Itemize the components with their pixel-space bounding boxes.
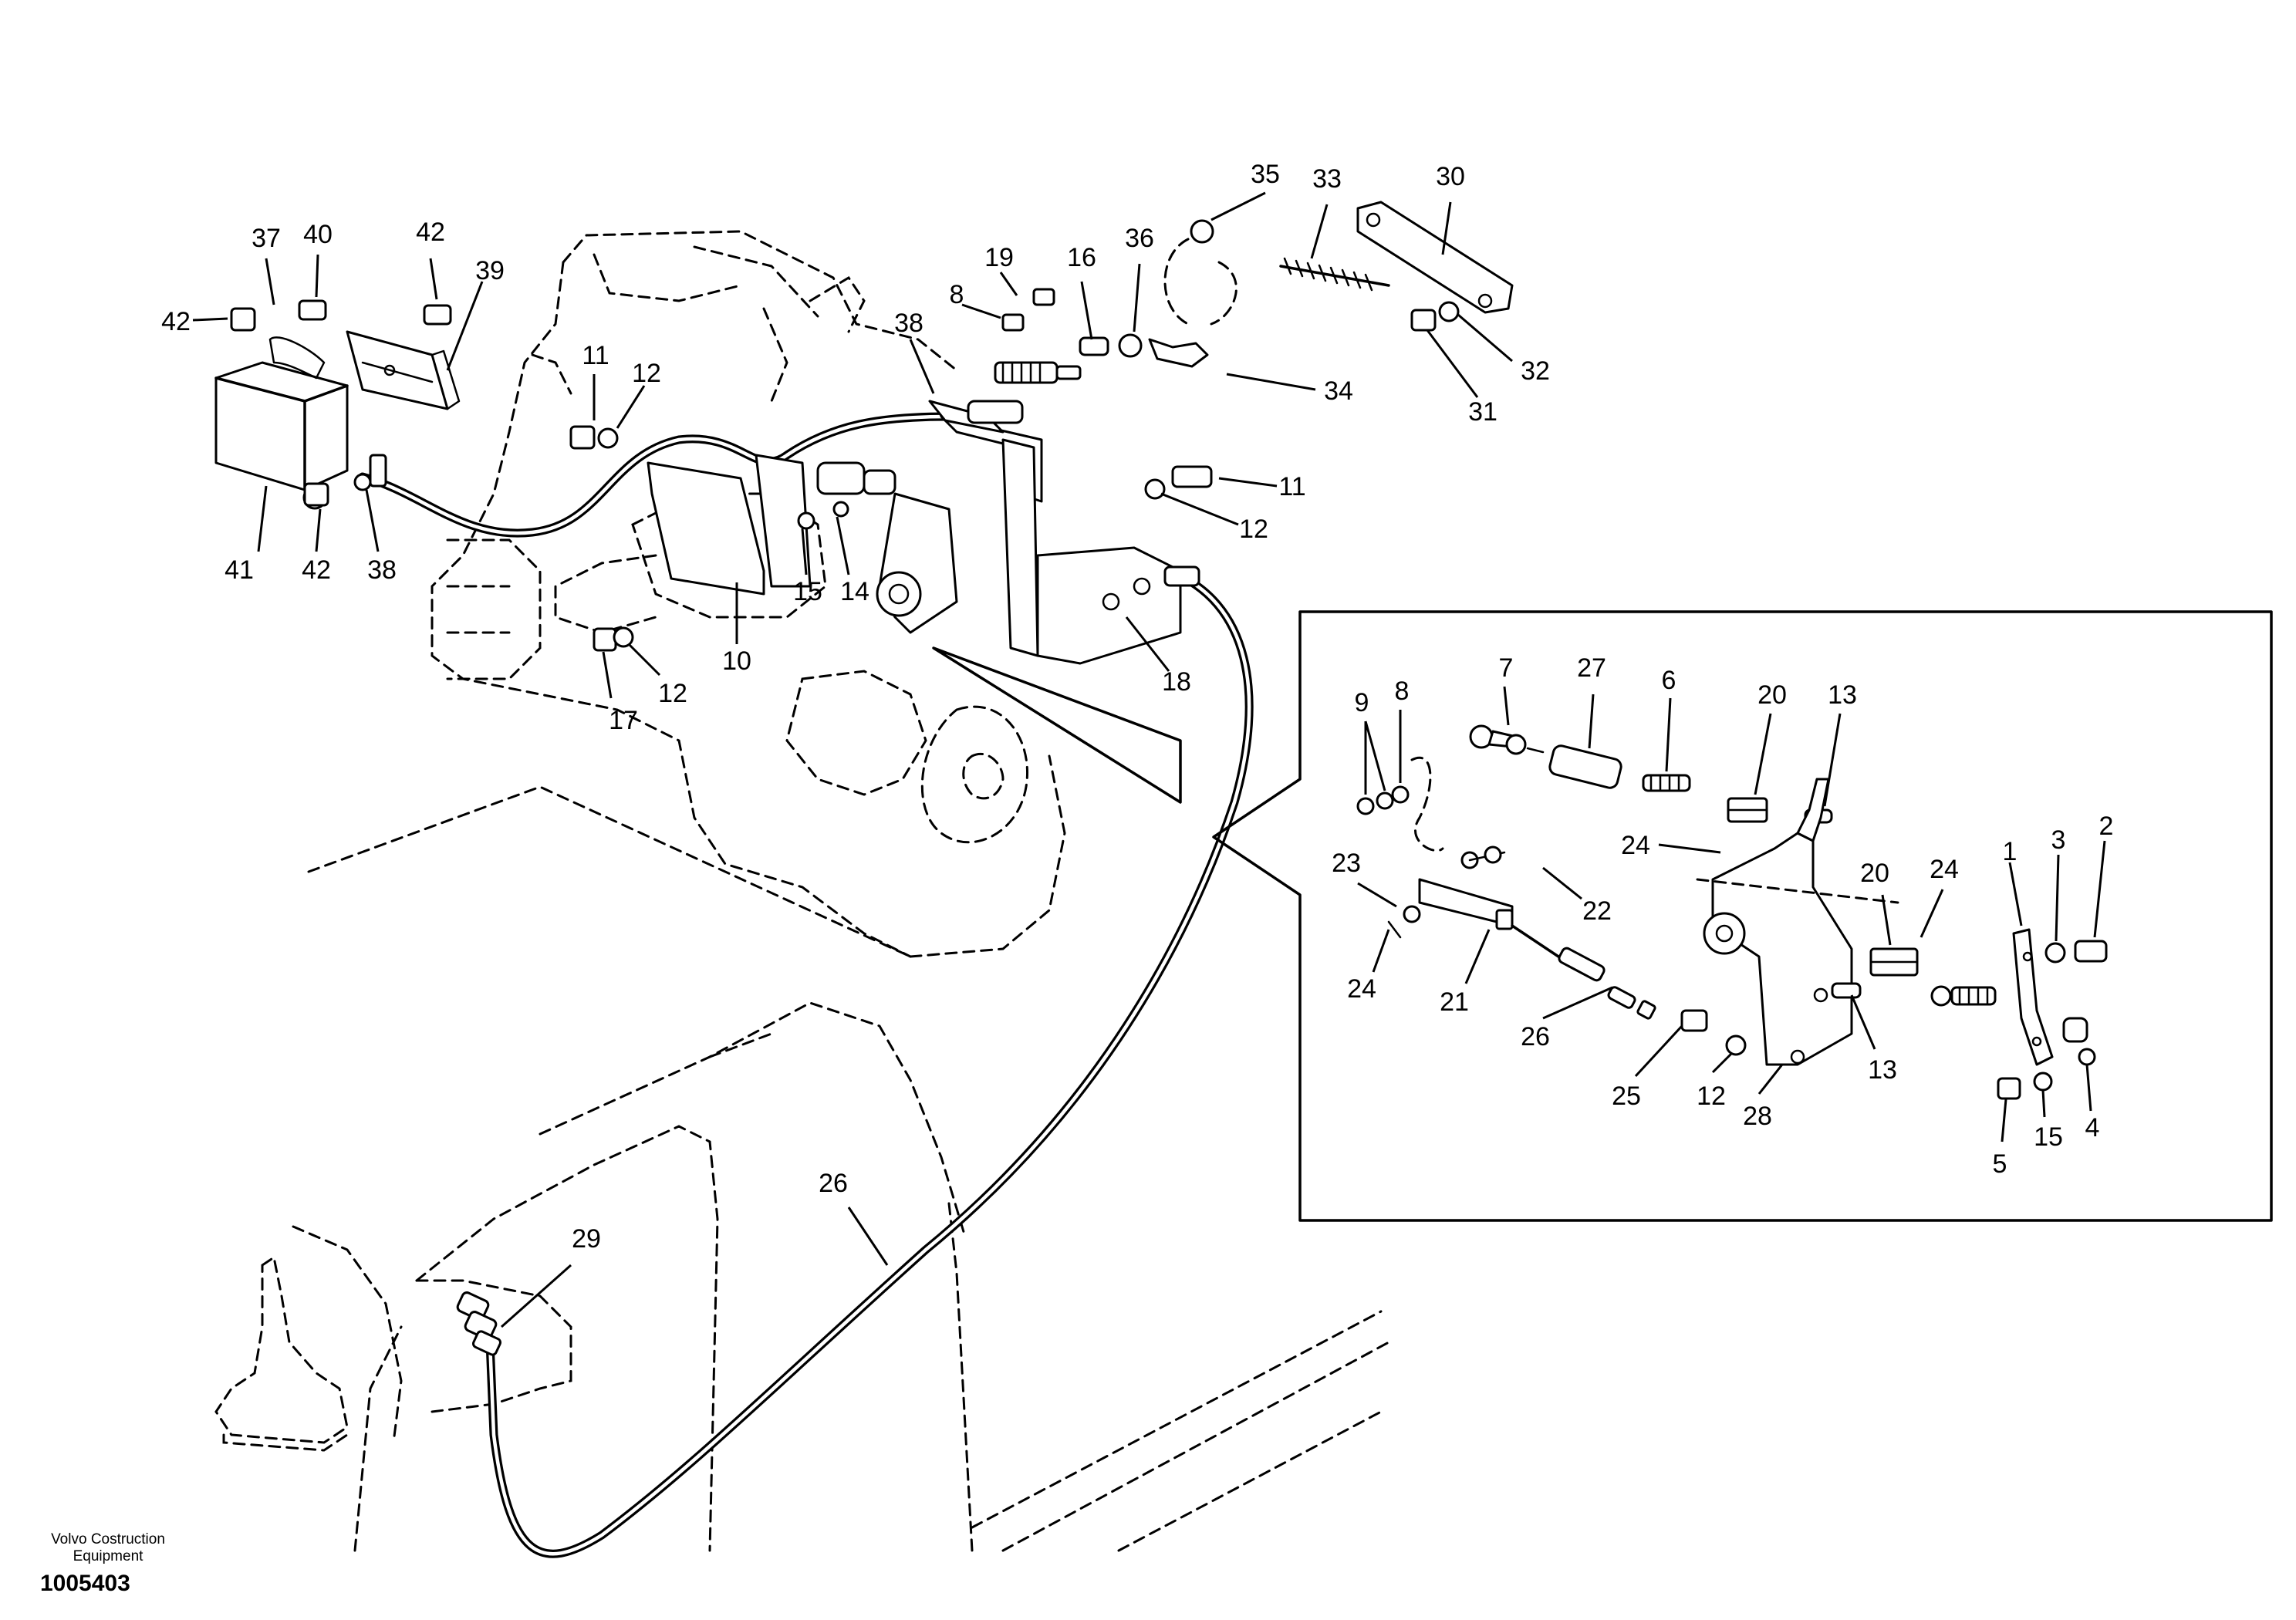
callout-24: 24 bbox=[1347, 974, 1376, 1004]
callout-2: 2 bbox=[2099, 812, 2114, 841]
cable-adjuster bbox=[994, 361, 1082, 384]
callout-12: 12 bbox=[1697, 1082, 1726, 1111]
bolts-center bbox=[569, 425, 1213, 652]
callout-12: 12 bbox=[632, 359, 661, 388]
callout-23: 23 bbox=[1332, 849, 1361, 878]
callout-12: 12 bbox=[658, 679, 687, 708]
cab-outline bbox=[292, 1125, 1390, 1552]
callout-13: 13 bbox=[1828, 680, 1857, 710]
callout-1: 1 bbox=[2003, 837, 2017, 866]
callout-13: 13 bbox=[1868, 1055, 1897, 1085]
callout-36: 36 bbox=[1125, 224, 1154, 253]
leader-lines bbox=[192, 191, 2106, 1328]
bolts-upper-left bbox=[230, 299, 452, 507]
callout-20: 20 bbox=[1757, 680, 1787, 710]
callout-29: 29 bbox=[572, 1224, 601, 1254]
callout-8: 8 bbox=[950, 280, 964, 309]
callout-41: 41 bbox=[225, 555, 254, 585]
callout-27: 27 bbox=[1577, 653, 1606, 683]
callout-32: 32 bbox=[1521, 356, 1550, 386]
callout-22: 22 bbox=[1582, 896, 1612, 926]
detail-inset bbox=[1212, 610, 2273, 1222]
callout-42: 42 bbox=[161, 307, 191, 336]
detail-pointer bbox=[932, 646, 1182, 804]
callout-26: 26 bbox=[1521, 1022, 1550, 1051]
governor-bracket bbox=[647, 454, 958, 634]
callout-4: 4 bbox=[2085, 1113, 2100, 1142]
callout-33: 33 bbox=[1312, 164, 1342, 194]
callout-labels: 35 33 30 37 40 42 39 19 16 36 8 42 38 11… bbox=[161, 160, 2113, 1254]
throttle-cable bbox=[485, 566, 1254, 1558]
callout-15: 15 bbox=[793, 577, 822, 606]
engine-outline bbox=[430, 230, 1066, 958]
callout-3: 3 bbox=[2051, 825, 2066, 855]
callout-24: 24 bbox=[1621, 831, 1650, 860]
callout-11: 11 bbox=[582, 341, 609, 370]
callout-18: 18 bbox=[1162, 667, 1191, 697]
callout-42: 42 bbox=[416, 218, 445, 247]
callout-26: 26 bbox=[819, 1169, 848, 1198]
callout-9: 9 bbox=[1355, 688, 1369, 717]
callout-12: 12 bbox=[1239, 515, 1268, 544]
callout-7: 7 bbox=[1499, 653, 1514, 683]
callout-25: 25 bbox=[1612, 1082, 1641, 1111]
callout-38: 38 bbox=[367, 555, 397, 585]
callout-5: 5 bbox=[1993, 1149, 2007, 1179]
callout-37: 37 bbox=[252, 224, 281, 253]
callout-24: 24 bbox=[1930, 855, 1959, 884]
bracket-39 bbox=[346, 330, 461, 410]
callout-39: 39 bbox=[475, 256, 505, 285]
callout-8: 8 bbox=[1395, 677, 1410, 706]
cable-end-fitting bbox=[456, 1291, 502, 1356]
callout-14: 14 bbox=[840, 577, 869, 606]
callout-16: 16 bbox=[1067, 243, 1096, 272]
support-bracket-18 bbox=[928, 400, 1182, 665]
callout-28: 28 bbox=[1743, 1102, 1772, 1131]
callout-20: 20 bbox=[1860, 859, 1889, 888]
callout-31: 31 bbox=[1468, 397, 1497, 427]
callout-19: 19 bbox=[984, 243, 1014, 272]
joystick-outline bbox=[214, 1255, 349, 1452]
callout-30: 30 bbox=[1436, 162, 1465, 191]
callout-17: 17 bbox=[609, 706, 638, 735]
callout-15: 15 bbox=[2034, 1122, 2063, 1152]
callout-35: 35 bbox=[1251, 160, 1280, 189]
counterweight-outline bbox=[307, 785, 966, 1236]
return-spring-group bbox=[1001, 201, 1514, 368]
brand-caption: Volvo Costruction Equipment bbox=[31, 1531, 185, 1565]
callout-38: 38 bbox=[894, 309, 923, 338]
callout-11: 11 bbox=[1278, 472, 1305, 501]
brand-line-1: Volvo Costruction bbox=[51, 1531, 165, 1547]
brand-line-2: Equipment bbox=[73, 1548, 144, 1564]
callout-42: 42 bbox=[302, 555, 331, 585]
callout-34: 34 bbox=[1324, 376, 1353, 406]
callout-21: 21 bbox=[1440, 987, 1469, 1017]
actuator-cable bbox=[358, 412, 954, 538]
callout-40: 40 bbox=[303, 220, 333, 249]
document-number: 1005403 bbox=[40, 1571, 130, 1596]
callout-10: 10 bbox=[722, 646, 751, 676]
callout-6: 6 bbox=[1662, 666, 1676, 695]
